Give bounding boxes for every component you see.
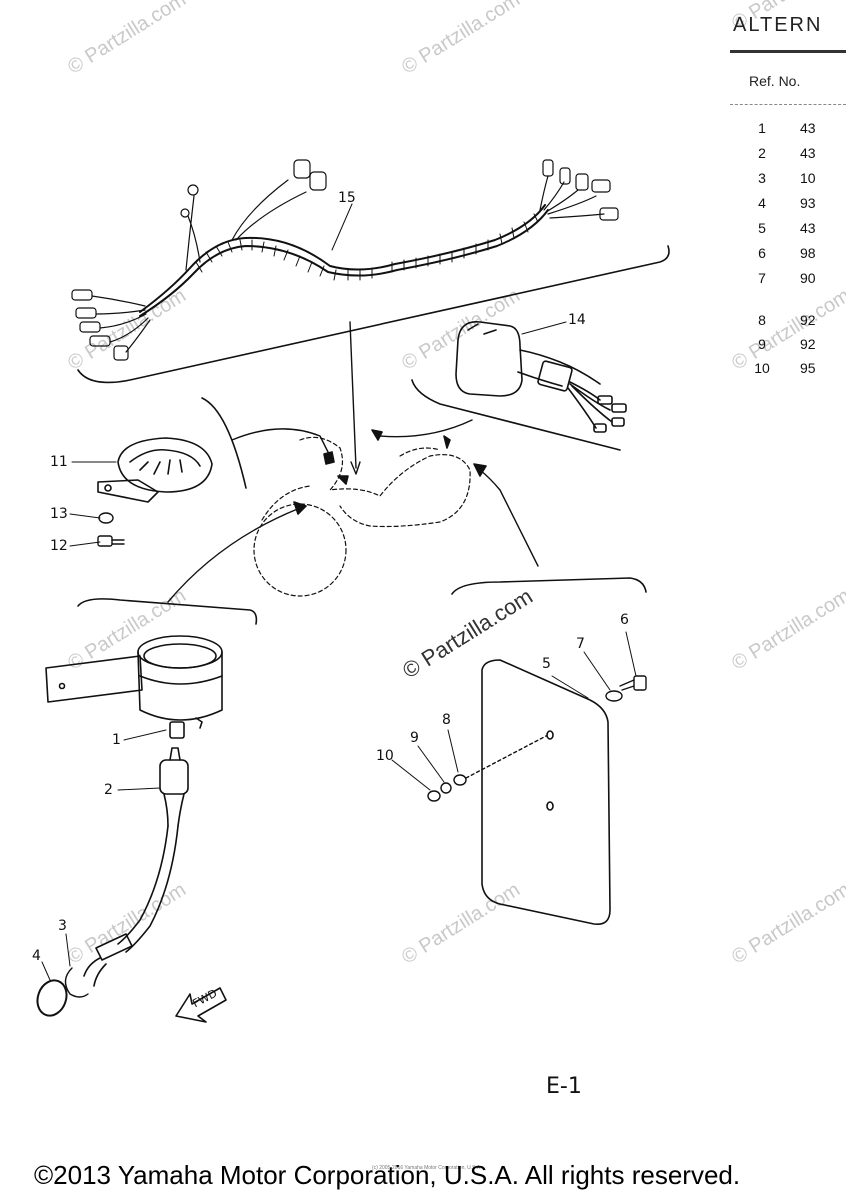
callout-14: 14 <box>568 312 586 328</box>
callout-9: 9 <box>410 730 419 746</box>
leader-harness <box>349 321 357 469</box>
speedo-frame <box>77 598 258 625</box>
part-number: 43 <box>800 145 816 161</box>
horn-frame <box>201 397 247 489</box>
header-rule <box>730 50 846 53</box>
ref-number: 7 <box>758 270 766 286</box>
callout-3: 3 <box>58 918 67 934</box>
table-row: 6 98 <box>740 245 846 263</box>
table-row: 4 93 <box>740 195 846 213</box>
callout-1: 1 <box>112 732 121 748</box>
callout-5: 5 <box>542 656 551 672</box>
harness-left-leads <box>71 159 327 361</box>
o-ring <box>36 979 68 1017</box>
horn-bolt <box>97 535 125 547</box>
wire-harness <box>139 204 549 317</box>
part-number: 10 <box>800 170 816 186</box>
switch-frame <box>411 379 621 451</box>
table-row: 9 92 <box>740 336 846 354</box>
part-number: 92 <box>800 336 816 352</box>
callout-4: 4 <box>32 948 41 964</box>
license-plate <box>481 659 611 926</box>
callout-8: 8 <box>442 712 451 728</box>
header-rule-dashed <box>730 104 846 105</box>
part-number: 95 <box>800 360 816 376</box>
section-title: ALTERN <box>733 14 823 32</box>
harness-frame <box>77 245 670 384</box>
callout-10: 10 <box>376 748 394 764</box>
part-number: 90 <box>800 270 816 286</box>
table-row: 10 95 <box>740 360 846 378</box>
table-row: 7 90 <box>740 270 846 288</box>
harness-conduit-rings <box>195 213 539 281</box>
leader-switch <box>379 419 473 438</box>
leader-horn <box>231 428 331 457</box>
table-row: 5 43 <box>740 220 846 238</box>
callout-6: 6 <box>620 612 629 628</box>
plate-bolt <box>619 675 647 691</box>
motorcycle-outline <box>253 436 471 597</box>
leader-plate <box>479 469 539 567</box>
part-number: 92 <box>800 312 816 328</box>
footer-copyright: ©2013 Yamaha Motor Corporation, U.S.A. A… <box>34 1160 741 1190</box>
ref-number: 6 <box>758 245 766 261</box>
callout-7: 7 <box>576 636 585 652</box>
speedometer <box>45 635 223 739</box>
ref-number: 2 <box>758 145 766 161</box>
plate-washer <box>605 690 623 702</box>
part-number: 93 <box>800 195 816 211</box>
callout-15: 15 <box>338 190 356 206</box>
ref-number: 1 <box>758 120 766 136</box>
table-row: 2 43 <box>740 145 846 163</box>
plate-fasteners <box>427 735 547 802</box>
leader-speedo <box>167 507 301 603</box>
ref-number: 10 <box>754 360 770 376</box>
ref-number: 4 <box>758 195 766 211</box>
ref-number: 8 <box>758 312 766 328</box>
ref-number: 9 <box>758 336 766 352</box>
callout-13: 13 <box>50 506 68 522</box>
part-number: 43 <box>800 120 816 136</box>
fwd-arrow <box>175 987 227 1023</box>
horn <box>97 437 213 503</box>
harness-right-leads <box>539 159 619 221</box>
ref-number: 3 <box>758 170 766 186</box>
plate-frame <box>451 577 647 595</box>
ref-no-header: Ref. No. <box>749 73 801 89</box>
part-number: 43 <box>800 220 816 236</box>
part-number: 98 <box>800 245 816 261</box>
page-id: E-1 <box>546 1074 582 1099</box>
callout-11: 11 <box>50 454 68 470</box>
speedometer-cable <box>83 747 189 987</box>
horn-nut <box>98 512 114 524</box>
table-row: 8 92 <box>740 312 846 330</box>
cable-clip <box>64 967 89 998</box>
ref-number: 5 <box>758 220 766 236</box>
tiny-copyright: (c) 2005-2016 Yamaha Motor Corporation, … <box>372 1165 482 1171</box>
callout-2: 2 <box>104 782 113 798</box>
table-row: 3 10 <box>740 170 846 188</box>
handlebar-switch <box>455 321 627 433</box>
table-row: 1 43 <box>740 120 846 138</box>
callout-12: 12 <box>50 538 68 554</box>
callout-leaders <box>41 203 637 981</box>
